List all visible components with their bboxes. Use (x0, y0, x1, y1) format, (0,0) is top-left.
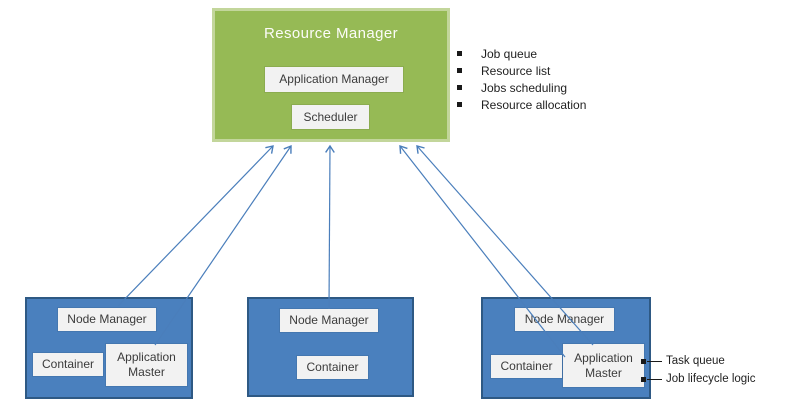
square-bullet-icon (641, 376, 646, 382)
bullet-item: Resource list (457, 62, 586, 79)
job-lifecycle-annotation: Job lifecycle logic (641, 373, 755, 385)
scheduler-box: Scheduler (292, 105, 369, 129)
container-box: Container (491, 355, 562, 378)
square-bullet-icon (457, 85, 462, 90)
application-master-box: Application Master (106, 344, 187, 386)
application-manager-box: Application Manager (265, 67, 403, 92)
node-box-1: Node Manager Container Application Maste… (25, 297, 193, 399)
container-box: Container (33, 353, 103, 376)
bullet-label: Jobs scheduling (481, 80, 568, 95)
connector-line (647, 378, 662, 380)
arrow-node2-manager-to-rm (325, 144, 335, 310)
resource-manager-bullet-list: Job queue Resource list Jobs scheduling … (457, 45, 586, 113)
square-bullet-icon (457, 51, 462, 56)
resource-manager-box: Resource Manager Application Manager Sch… (212, 8, 450, 142)
container-box: Container (297, 356, 368, 379)
square-bullet-icon (641, 358, 646, 364)
connector-line (647, 360, 662, 362)
annotation-label: Job lifecycle logic (666, 373, 756, 385)
resource-manager-title: Resource Manager (264, 25, 398, 42)
node-manager-box: Node Manager (58, 308, 156, 331)
node-manager-box: Node Manager (280, 309, 378, 332)
bullet-item: Jobs scheduling (457, 79, 586, 96)
node-manager-box: Node Manager (515, 308, 614, 331)
bullet-label: Resource list (481, 63, 551, 78)
node-box-3: Node Manager Container Application Maste… (481, 297, 651, 399)
square-bullet-icon (457, 102, 462, 107)
bullet-item: Resource allocation (457, 96, 586, 113)
node-box-2: Node Manager Container (247, 297, 414, 397)
application-master-box: Application Master (563, 344, 644, 387)
bullet-label: Resource allocation (481, 97, 587, 112)
square-bullet-icon (457, 68, 462, 73)
bullet-label: Job queue (481, 46, 538, 61)
arrow-node1-manager-to-rm (117, 145, 274, 307)
bullet-item: Job queue (457, 45, 586, 62)
annotation-label: Task queue (666, 355, 725, 367)
task-queue-annotation: Task queue (641, 355, 725, 367)
